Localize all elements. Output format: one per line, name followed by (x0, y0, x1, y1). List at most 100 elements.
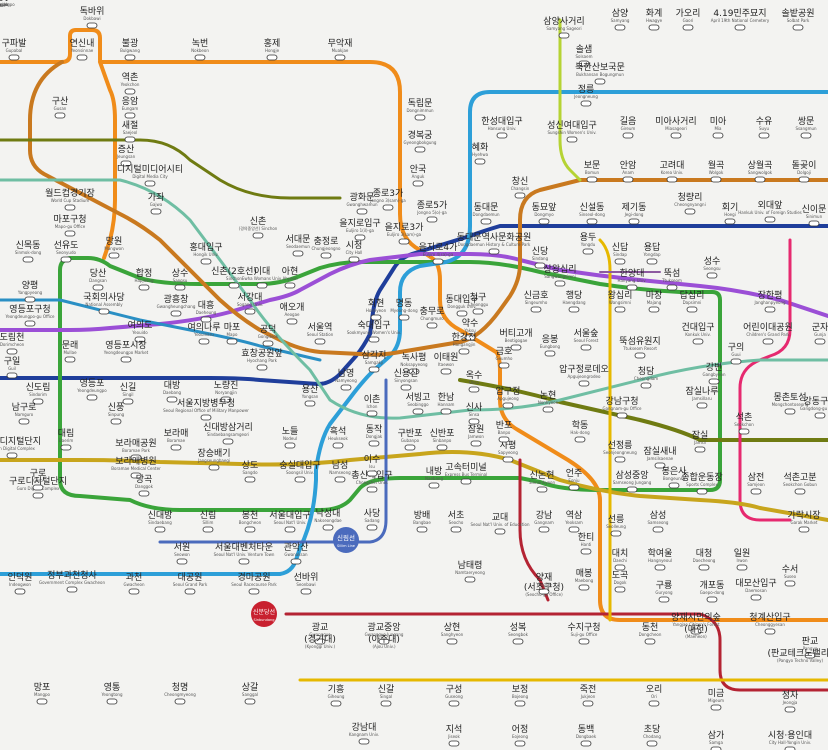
station-gasan[interactable]: 가산디지털단지Gasan Digital Complex (0, 435, 41, 459)
station-pangyo-sub[interactable]: (판교테크노밸리)(Pangyo Techno Valley) (768, 648, 828, 663)
station-sanggye[interactable]: 상계Sanggye (0, 0, 9, 7)
station-yangjae-sub[interactable]: (서초구청)(Seocho-gu Office) (524, 582, 564, 597)
